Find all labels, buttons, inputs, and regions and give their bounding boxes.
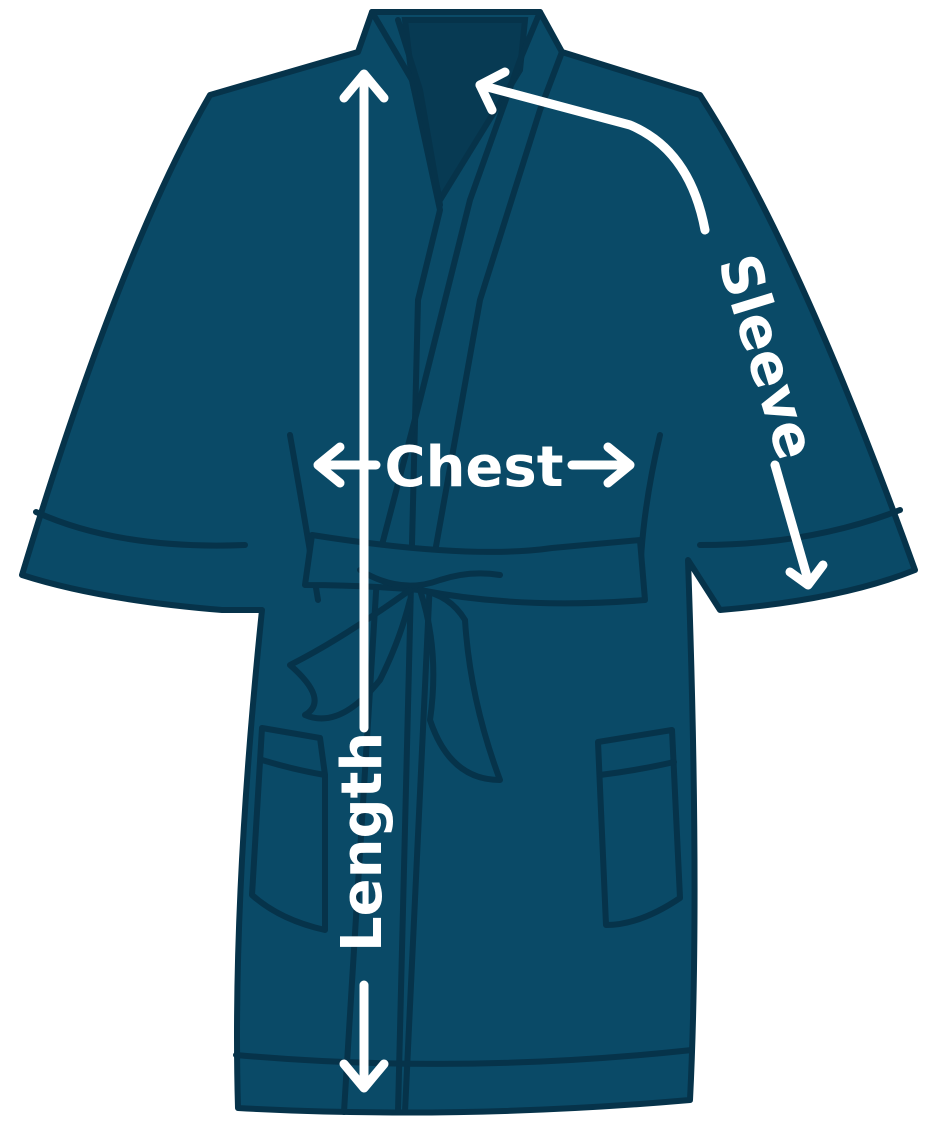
chest-label: Chest [384,435,563,500]
robe-illustration [22,12,915,1113]
length-label: Length [330,732,395,952]
